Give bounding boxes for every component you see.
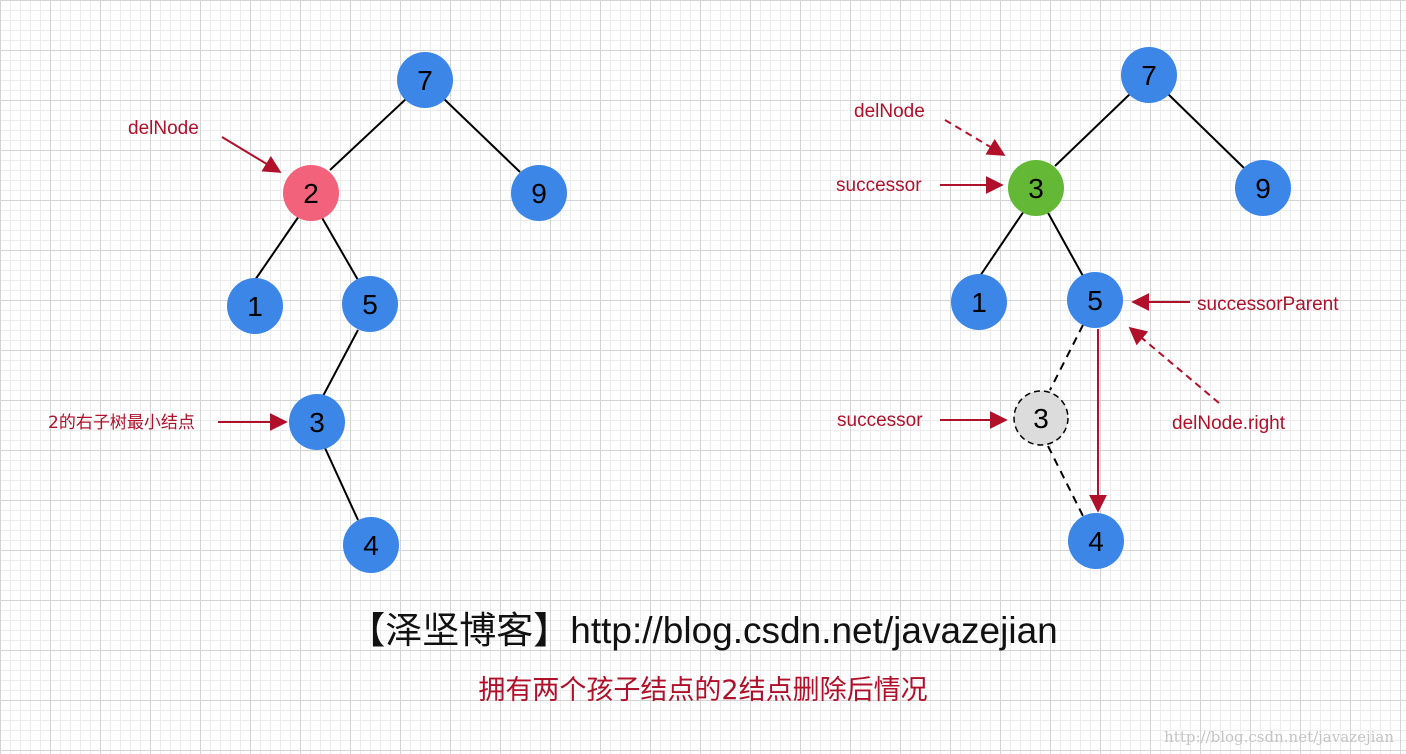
right-node-4: 4	[1068, 513, 1124, 569]
edge-2-1	[254, 215, 300, 281]
min-node-label: 2的右子树最小结点	[48, 413, 195, 433]
node-label: 3	[309, 407, 325, 438]
right-node-5: 5	[1067, 272, 1123, 328]
node-label: 7	[1141, 60, 1157, 91]
right-tree: 7 3 9 1 5 3 4 delNode successor	[836, 47, 1339, 569]
delnode-right-arrow	[1128, 326, 1220, 404]
left-node-3-min: 3	[289, 394, 345, 450]
successor-label: successor	[836, 175, 922, 196]
node-label: 5	[1087, 285, 1103, 316]
left-tree: 7 2 9 1 5 3 4 delNode 2的右子树最小结点	[48, 52, 567, 573]
node-label: 9	[1255, 173, 1271, 204]
node-label: 9	[531, 178, 547, 209]
edge-7-2	[329, 97, 408, 171]
successor-parent-label: successorParent	[1197, 294, 1339, 315]
edge-old-successor-4	[1047, 445, 1084, 517]
left-node-1: 1	[227, 278, 283, 334]
right-node-3-successor: 3	[1008, 160, 1064, 216]
edge-3-5	[1046, 210, 1084, 277]
node-label: 1	[247, 291, 263, 322]
edge-7-9	[1166, 92, 1245, 169]
node-label: 2	[303, 178, 319, 209]
right-node-9: 9	[1235, 160, 1291, 216]
node-label: 4	[1088, 526, 1104, 557]
node-label: 4	[363, 530, 379, 561]
node-label: 3	[1033, 403, 1049, 434]
right-node-7: 7	[1121, 47, 1177, 103]
delnode-right-label: delNode.right	[1172, 413, 1286, 434]
node-label: 5	[362, 289, 378, 320]
watermark: http://blog.csdn.net/javazejian	[1164, 728, 1394, 746]
edge-3-1	[979, 210, 1025, 277]
edge-7-3	[1054, 92, 1132, 167]
left-node-5: 5	[342, 276, 398, 332]
left-node-9: 9	[511, 165, 567, 221]
left-node-4: 4	[343, 517, 399, 573]
node-label: 3	[1028, 173, 1044, 204]
edge-7-9	[442, 97, 521, 173]
delnode-label: delNode	[854, 101, 925, 122]
edge-5-old-successor	[1049, 324, 1084, 391]
right-node-1: 1	[951, 274, 1007, 330]
edge-2-5	[320, 215, 359, 281]
left-node-7: 7	[397, 52, 453, 108]
right-node-3-old-successor: 3	[1013, 390, 1069, 446]
delnode-label: delNode	[128, 118, 199, 139]
edge-3-4	[324, 447, 359, 521]
node-label: 7	[417, 65, 433, 96]
left-node-2-deleted: 2	[283, 165, 339, 221]
blog-caption: 【泽坚博客】http://blog.csdn.net/javazejian	[348, 610, 1058, 651]
delnode-arrow	[944, 119, 1006, 156]
node-label: 1	[971, 287, 987, 318]
edge-5-3	[322, 329, 359, 397]
delnode-arrow	[221, 136, 282, 173]
diagram-subtitle: 拥有两个孩子结点的2结点删除后情况	[478, 675, 928, 706]
old-successor-label: successor	[837, 410, 923, 431]
